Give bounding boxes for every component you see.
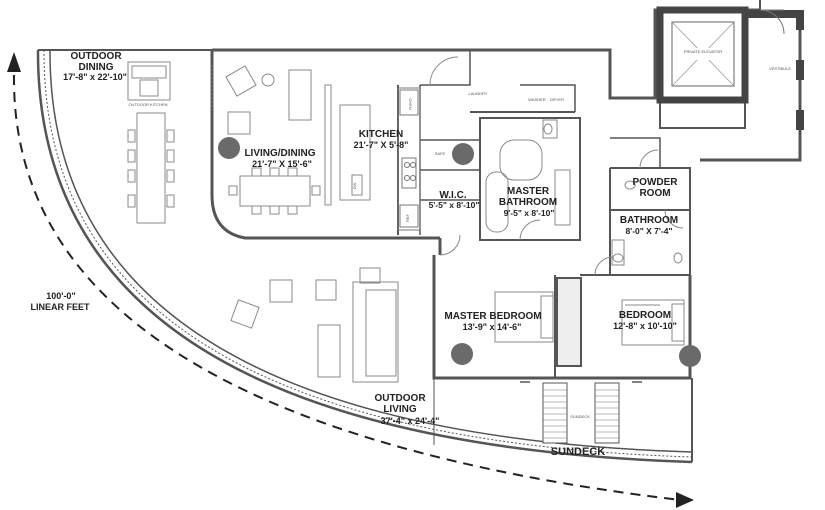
arrow-right-icon bbox=[676, 492, 694, 508]
outdoor-living-furniture bbox=[230, 267, 399, 383]
private-elevator-label: PRIVATE ELEVATOR bbox=[684, 49, 722, 54]
outdoor-dining-size: 17'-8" x 22'-10" bbox=[63, 72, 127, 82]
master-bedroom-size: 13'-9" x 14'-6" bbox=[463, 322, 522, 332]
outdoor-kitchen-label: OUTDOOR KITCHEN bbox=[128, 102, 167, 107]
dryer-label: DRYER bbox=[550, 97, 564, 102]
ref-label: REF bbox=[405, 213, 410, 222]
outdoor-living-title-1: OUTDOOR bbox=[374, 393, 426, 404]
master-bathroom-size: 9'-5" x 8'-10" bbox=[504, 208, 555, 218]
living-dining-title: LIVING/DINING bbox=[244, 148, 315, 159]
bedroom-furniture bbox=[494, 277, 685, 367]
bathroom-title: BATHROOM bbox=[620, 215, 678, 226]
door-swings bbox=[211, 56, 684, 276]
sundeck-small-label: SUNDECK bbox=[570, 414, 590, 419]
laundry-label: LAUNDRY bbox=[468, 91, 487, 96]
outdoor-dining-title-2: DINING bbox=[79, 62, 114, 73]
wic-title: W.I.C. bbox=[439, 190, 466, 201]
living-dining-furniture bbox=[225, 65, 371, 215]
kitchen-counter bbox=[397, 87, 421, 231]
kitchen-title: KITCHEN bbox=[359, 129, 403, 140]
stair-treads bbox=[543, 389, 619, 439]
wic-size: 5'-5" x 8'-10" bbox=[429, 200, 480, 210]
master-bathroom-title-1: MASTER bbox=[507, 186, 550, 197]
bedroom-size: 12'-8" x 10'-10" bbox=[613, 321, 677, 331]
outdoor-living-title-2: LIVING bbox=[383, 404, 417, 415]
bathroom-size: 8'-0" X 7'-4" bbox=[625, 226, 672, 236]
master-bedroom-title: MASTER BEDROOM bbox=[444, 311, 541, 322]
sundeck-stairs bbox=[542, 382, 620, 444]
sundeck-edge bbox=[433, 378, 693, 462]
linear-feet-dimension bbox=[7, 52, 694, 508]
oven-label: OVEN bbox=[408, 98, 413, 109]
outdoor-dining-title-1: OUTDOOR bbox=[70, 51, 122, 62]
safe-label: SAFE bbox=[435, 151, 446, 156]
elevator-core: PRIVATE ELEVATOR VESTIBULE bbox=[656, 6, 804, 130]
curved-facade bbox=[36, 49, 693, 464]
linear-feet-value: 100'-0" bbox=[46, 291, 75, 301]
outdoor-living-size: 37'-4" x 24'-4" bbox=[381, 416, 440, 426]
arrow-up-icon bbox=[7, 52, 21, 72]
linear-feet-label: LINEAR FEET bbox=[30, 302, 90, 312]
bathroom-fixtures bbox=[485, 119, 683, 266]
dw-label: DW bbox=[352, 182, 357, 189]
washer-label: WASHER bbox=[528, 97, 546, 102]
structural-columns bbox=[218, 137, 701, 367]
vestibule-label: VESTIBULE bbox=[769, 66, 791, 71]
living-dining-size: 21'-7" X 15'-6" bbox=[252, 159, 312, 169]
kitchen-size: 21'-7" X 5'-8" bbox=[354, 140, 409, 150]
bedroom-title: BEDROOM bbox=[619, 310, 671, 321]
powder-room-title-2: ROOM bbox=[639, 188, 670, 199]
sundeck-title: SUNDECK bbox=[551, 446, 605, 458]
outdoor-dining-furniture bbox=[127, 61, 175, 224]
master-bathroom-title-2: BATHROOM bbox=[499, 197, 557, 208]
powder-room-title-1: POWDER bbox=[633, 177, 679, 188]
interior-walls bbox=[210, 0, 802, 380]
